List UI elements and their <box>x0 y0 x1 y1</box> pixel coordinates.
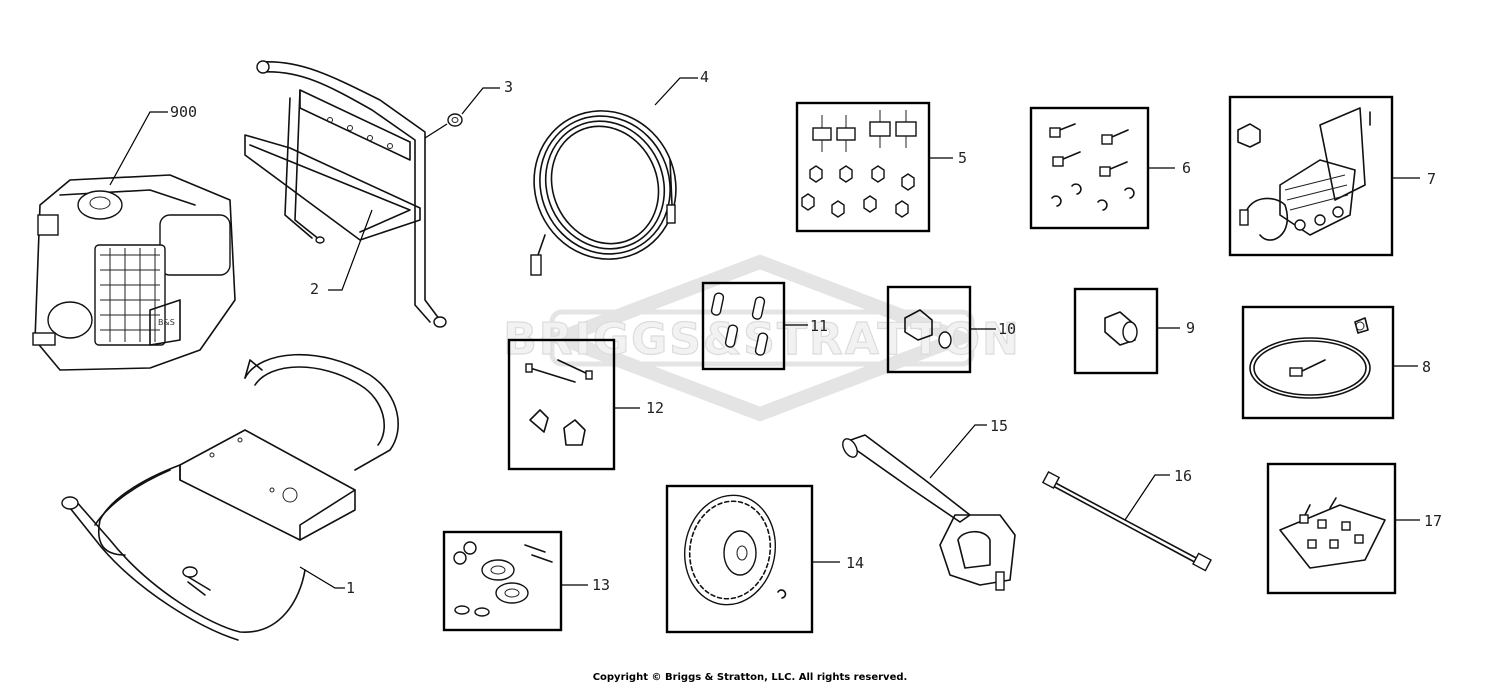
callout-4: 4 <box>700 68 709 86</box>
part-14-box[interactable] <box>665 484 814 634</box>
brand-watermark: BRIGGS&STRATTON <box>503 254 1019 422</box>
part-1-base-frame[interactable] <box>61 353 399 641</box>
part-5-mounting-hardware <box>801 110 917 218</box>
part-10-coupler <box>904 309 952 349</box>
callout-7: 7 <box>1427 170 1436 188</box>
part-8-box[interactable] <box>1241 305 1395 420</box>
callout-10: 10 <box>998 320 1016 338</box>
copyright-footer: Copyright © Briggs & Stratton, LLC. All … <box>592 672 908 683</box>
part-12-box[interactable] <box>507 338 616 471</box>
callout-5: 5 <box>958 149 967 167</box>
leader-15 <box>929 424 987 479</box>
part-7-pump-assembly <box>1237 107 1371 241</box>
part-900-engine[interactable]: B&S <box>32 174 236 371</box>
leader-900 <box>109 111 168 186</box>
part-14-wheel <box>683 494 787 606</box>
part-12-bolts-knobs <box>525 359 593 446</box>
part-9-box[interactable] <box>1073 287 1159 375</box>
part-17-nozzle-kit <box>1279 497 1386 569</box>
leader-2 <box>328 209 373 291</box>
part-2-handle[interactable] <box>244 60 447 328</box>
leader-3 <box>424 87 500 139</box>
callout-17: 17 <box>1424 512 1442 530</box>
part-6-box[interactable] <box>1029 106 1150 230</box>
part-17-box[interactable] <box>1266 462 1397 595</box>
part-13-box[interactable] <box>442 530 563 632</box>
callout-11: 11 <box>810 317 828 335</box>
callout-15: 15 <box>990 417 1008 435</box>
leader-16 <box>1124 474 1170 521</box>
leader-1 <box>299 566 345 589</box>
part-15-spray-gun[interactable] <box>840 434 1016 591</box>
callout-900: 900 <box>170 103 197 121</box>
callout-8: 8 <box>1422 358 1431 376</box>
part-8-tube-assembly <box>1249 317 1371 399</box>
callout-9: 9 <box>1186 319 1195 337</box>
part-6-screws-and-clips <box>1049 123 1135 211</box>
callout-6: 6 <box>1182 159 1191 177</box>
callout-12: 12 <box>646 399 664 417</box>
part-11-box[interactable] <box>701 281 786 371</box>
part-3-nut[interactable] <box>447 113 463 127</box>
callout-14: 14 <box>846 554 864 572</box>
part-16-wand[interactable] <box>1041 470 1212 572</box>
part-4-hose[interactable] <box>510 87 700 282</box>
part-11-pins <box>710 292 769 356</box>
part-5-box[interactable] <box>795 101 931 233</box>
callout-16: 16 <box>1174 467 1192 485</box>
callout-2: 2 <box>310 280 319 298</box>
part-7-box[interactable] <box>1228 95 1394 257</box>
callout-3: 3 <box>504 78 513 96</box>
callout-13: 13 <box>592 576 610 594</box>
callout-1: 1 <box>346 579 355 597</box>
part-9-fitting <box>1104 311 1138 346</box>
leader-4 <box>654 77 698 106</box>
svg-text:B&S: B&S <box>158 318 175 327</box>
part-13-bearings-hardware <box>453 541 553 617</box>
